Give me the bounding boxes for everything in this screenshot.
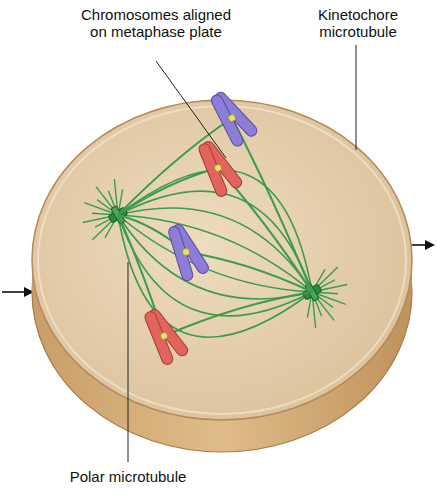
spindle bbox=[83, 170, 347, 337]
polar-microtubule bbox=[118, 215, 312, 292]
centromere bbox=[159, 331, 169, 341]
centromere bbox=[213, 163, 223, 173]
polar-microtubule bbox=[118, 191, 312, 292]
chromatid bbox=[143, 310, 174, 366]
part-label: Polar microtubule bbox=[40, 468, 216, 485]
leader-line bbox=[156, 61, 226, 158]
chromosome bbox=[203, 86, 260, 150]
chromosome bbox=[160, 219, 211, 283]
cell-top bbox=[32, 100, 412, 420]
chromosomes bbox=[118, 86, 312, 368]
chromosome bbox=[191, 135, 245, 199]
arrow-shaft bbox=[2, 291, 26, 293]
chromosome bbox=[137, 303, 191, 367]
chromatid bbox=[167, 225, 194, 282]
chromatid bbox=[209, 93, 244, 148]
leader-line bbox=[128, 262, 129, 462]
flow-arrow bbox=[2, 287, 34, 297]
centromere bbox=[227, 113, 237, 123]
leader-line bbox=[356, 45, 357, 150]
kinetochore-microtubule bbox=[118, 118, 232, 215]
kinetochore-microtubule bbox=[118, 168, 218, 215]
kinetochore-microtubule bbox=[164, 292, 312, 336]
chromatid bbox=[197, 142, 228, 198]
part-label: Chromosomes aligned on metaphase plate bbox=[80, 6, 232, 40]
arrow-head bbox=[425, 240, 435, 250]
polar-microtubule bbox=[118, 215, 312, 292]
centromere bbox=[181, 247, 190, 256]
part-label: Kinetochore microtubule bbox=[292, 6, 424, 40]
